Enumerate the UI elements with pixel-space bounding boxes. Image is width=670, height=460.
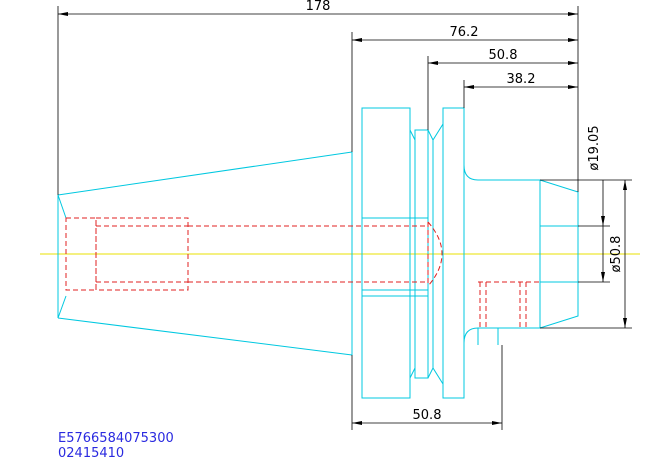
dim-label-178: 178 [306,0,331,14]
taper-outline [57,151,353,356]
part-code-1: E5766584075300 [58,431,174,446]
dim-body-diameter: ø50.8 [540,179,632,329]
dim-label-body-diameter: ø50.8 [609,236,624,273]
flange-outline [361,107,465,399]
hidden-lines [65,217,540,330]
dim-label-bore-diameter: ø19.05 [587,125,602,170]
dim-overall-length: 178 [57,0,579,195]
dim-label-50-8-bottom: 50.8 [413,408,442,423]
dim-groove-to-end: 50.8 [427,48,578,130]
dim-label-50-8-top: 50.8 [489,48,518,63]
shank-outline [463,164,579,345]
dim-flange-width: 50.8 [351,345,503,430]
part-code-2: 02415410 [58,446,124,460]
dim-label-38-2: 38.2 [507,72,536,87]
dim-flange-to-end: 76.2 [351,25,578,152]
dim-collar-to-end: 38.2 [463,72,578,108]
dim-label-76-2: 76.2 [450,25,479,40]
dim-bore-diameter: ø19.05 [578,125,610,283]
